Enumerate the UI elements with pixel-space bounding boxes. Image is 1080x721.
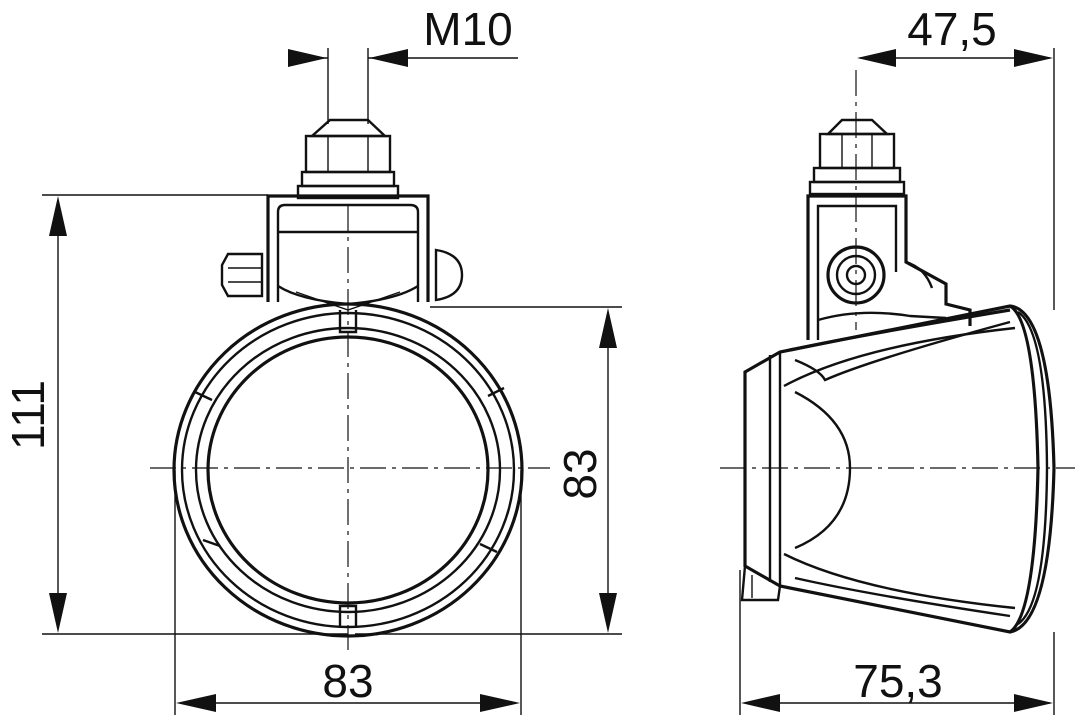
dim-lens-height (355, 306, 622, 635)
dim-total-height (42, 194, 348, 635)
side-bracket (806, 194, 972, 340)
front-housing (172, 302, 524, 638)
dim-side-depth (739, 570, 1055, 715)
front-top-nut (296, 118, 400, 200)
dim-thread (288, 48, 518, 124)
dim-front-width (174, 470, 522, 715)
side-top-nut (808, 118, 906, 196)
dim-lens-height-label: 83 (554, 448, 606, 499)
front-view: 111 83 83 M10 (2, 3, 622, 715)
side-view: 47,5 75,3 (720, 3, 1075, 715)
front-left-bolt (220, 252, 264, 298)
dim-total-height-label: 111 (2, 380, 54, 450)
dim-side-depth-to-stud (857, 48, 1055, 310)
dim-side-depth-to-stud-label: 47,5 (907, 3, 997, 55)
dim-front-width-label: 83 (322, 655, 373, 707)
dim-thread-label: M10 (423, 3, 512, 55)
front-right-knob (434, 248, 464, 302)
dim-side-depth-label: 75,3 (853, 655, 943, 707)
side-housing (740, 304, 1056, 634)
